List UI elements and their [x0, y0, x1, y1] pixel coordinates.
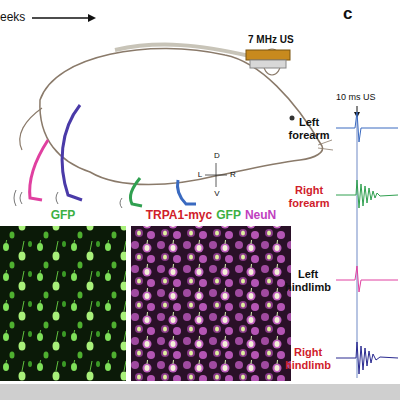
transducer-base	[250, 60, 286, 68]
figure-label: D	[212, 151, 222, 160]
figure-label: R	[229, 170, 237, 179]
emg-trace	[336, 180, 398, 208]
channel-label: TRPA1-myc	[146, 208, 212, 222]
figure-label: Left hindlimb	[280, 268, 336, 293]
mouse-body	[40, 49, 323, 185]
motion-mark	[56, 192, 58, 204]
panel-heading: GFP	[0, 208, 126, 222]
figure-label: c	[343, 4, 361, 24]
figure-label: 7 MHz US	[248, 34, 308, 46]
right-hindlimb	[62, 105, 82, 200]
figure-label: eeks	[0, 11, 32, 25]
emg-trace	[336, 266, 398, 292]
motion-mark	[14, 190, 22, 206]
micrograph-panel: TRPA1-myc GFP NeuN	[131, 208, 291, 382]
right-forearm	[130, 178, 142, 206]
arrow-head	[88, 14, 96, 22]
channel-label: GFP	[216, 208, 241, 222]
mouse-tail	[20, 108, 42, 150]
ultrasound-transducer	[246, 50, 290, 60]
emg-trace	[336, 342, 398, 374]
micrograph-panel: GFP	[0, 208, 126, 382]
left-forearm	[177, 180, 196, 204]
compass-axis	[205, 175, 227, 176]
whisker	[318, 148, 333, 150]
panel-heading: TRPA1-myc GFP NeuN	[131, 208, 291, 222]
mouse-eye	[290, 116, 295, 121]
emg-trace	[336, 112, 398, 142]
stimulus-marker	[356, 118, 358, 378]
figure-label: Right forearm	[284, 184, 334, 209]
left-hindlimb	[30, 140, 48, 200]
motion-mark	[120, 198, 122, 208]
channel-label: GFP	[51, 208, 76, 222]
whisker	[318, 140, 332, 145]
figure-label: L	[196, 170, 204, 179]
timeline-arrow	[32, 17, 90, 19]
channel-label: NeuN	[245, 208, 276, 222]
micrograph	[131, 226, 291, 381]
figure-label: Left forearm	[284, 116, 334, 141]
micrograph	[0, 226, 126, 381]
figure-label: Right hindlimb	[280, 346, 336, 371]
figure-label: 10 ms US	[336, 92, 396, 102]
bottom-bar	[0, 384, 400, 400]
figure-label: V	[212, 189, 222, 198]
